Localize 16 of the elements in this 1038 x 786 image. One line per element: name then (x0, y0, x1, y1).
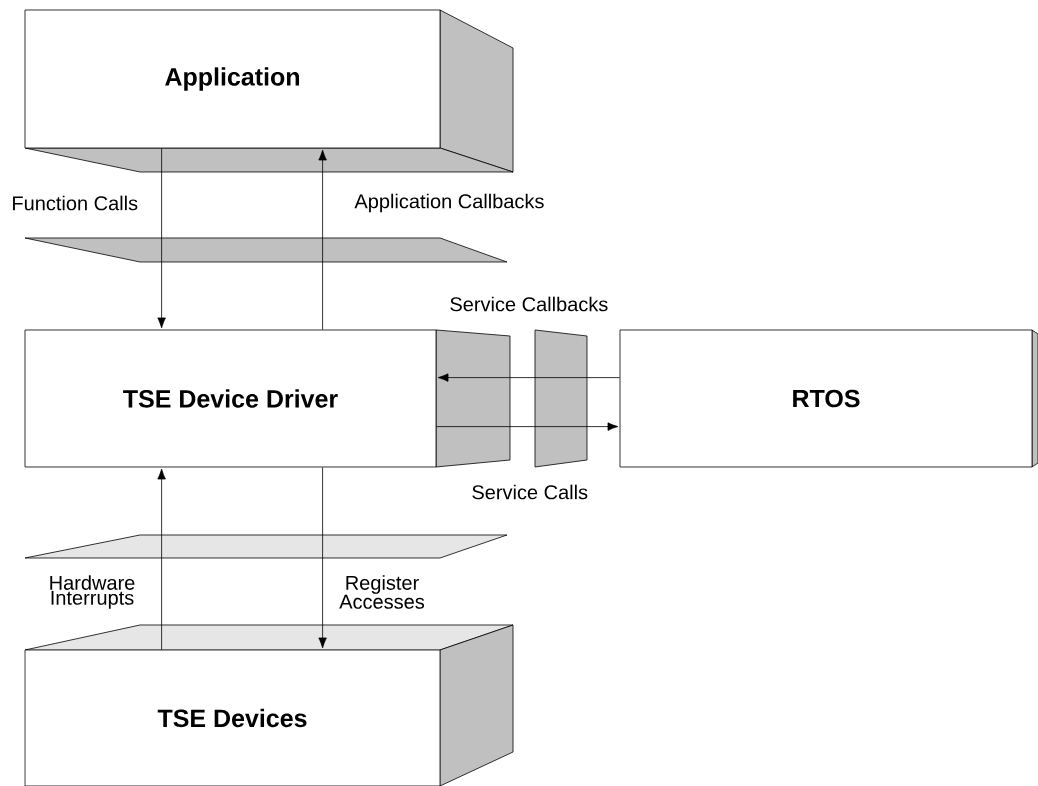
arrow (157, 468, 166, 650)
edge-label: Register Accesses (339, 575, 425, 609)
arrow (437, 373, 620, 382)
arrow (318, 467, 327, 649)
arrow (157, 148, 166, 329)
arrow (436, 422, 619, 431)
edge-label: Application Callbacks (354, 193, 544, 213)
block-box: RTOS (619, 329, 1038, 468)
edge-label: Hardware Interrupts (50, 575, 135, 609)
block-box: Application (24, 9, 514, 173)
arrow (318, 149, 327, 330)
block-box: TSE Device Driver (24, 329, 511, 468)
edge-label: Service Callbacks (450, 296, 608, 312)
block-box: TSE Devices (24, 624, 514, 786)
edge-label: Function Calls (13, 195, 138, 211)
edge-label: Service Calls (472, 484, 588, 500)
